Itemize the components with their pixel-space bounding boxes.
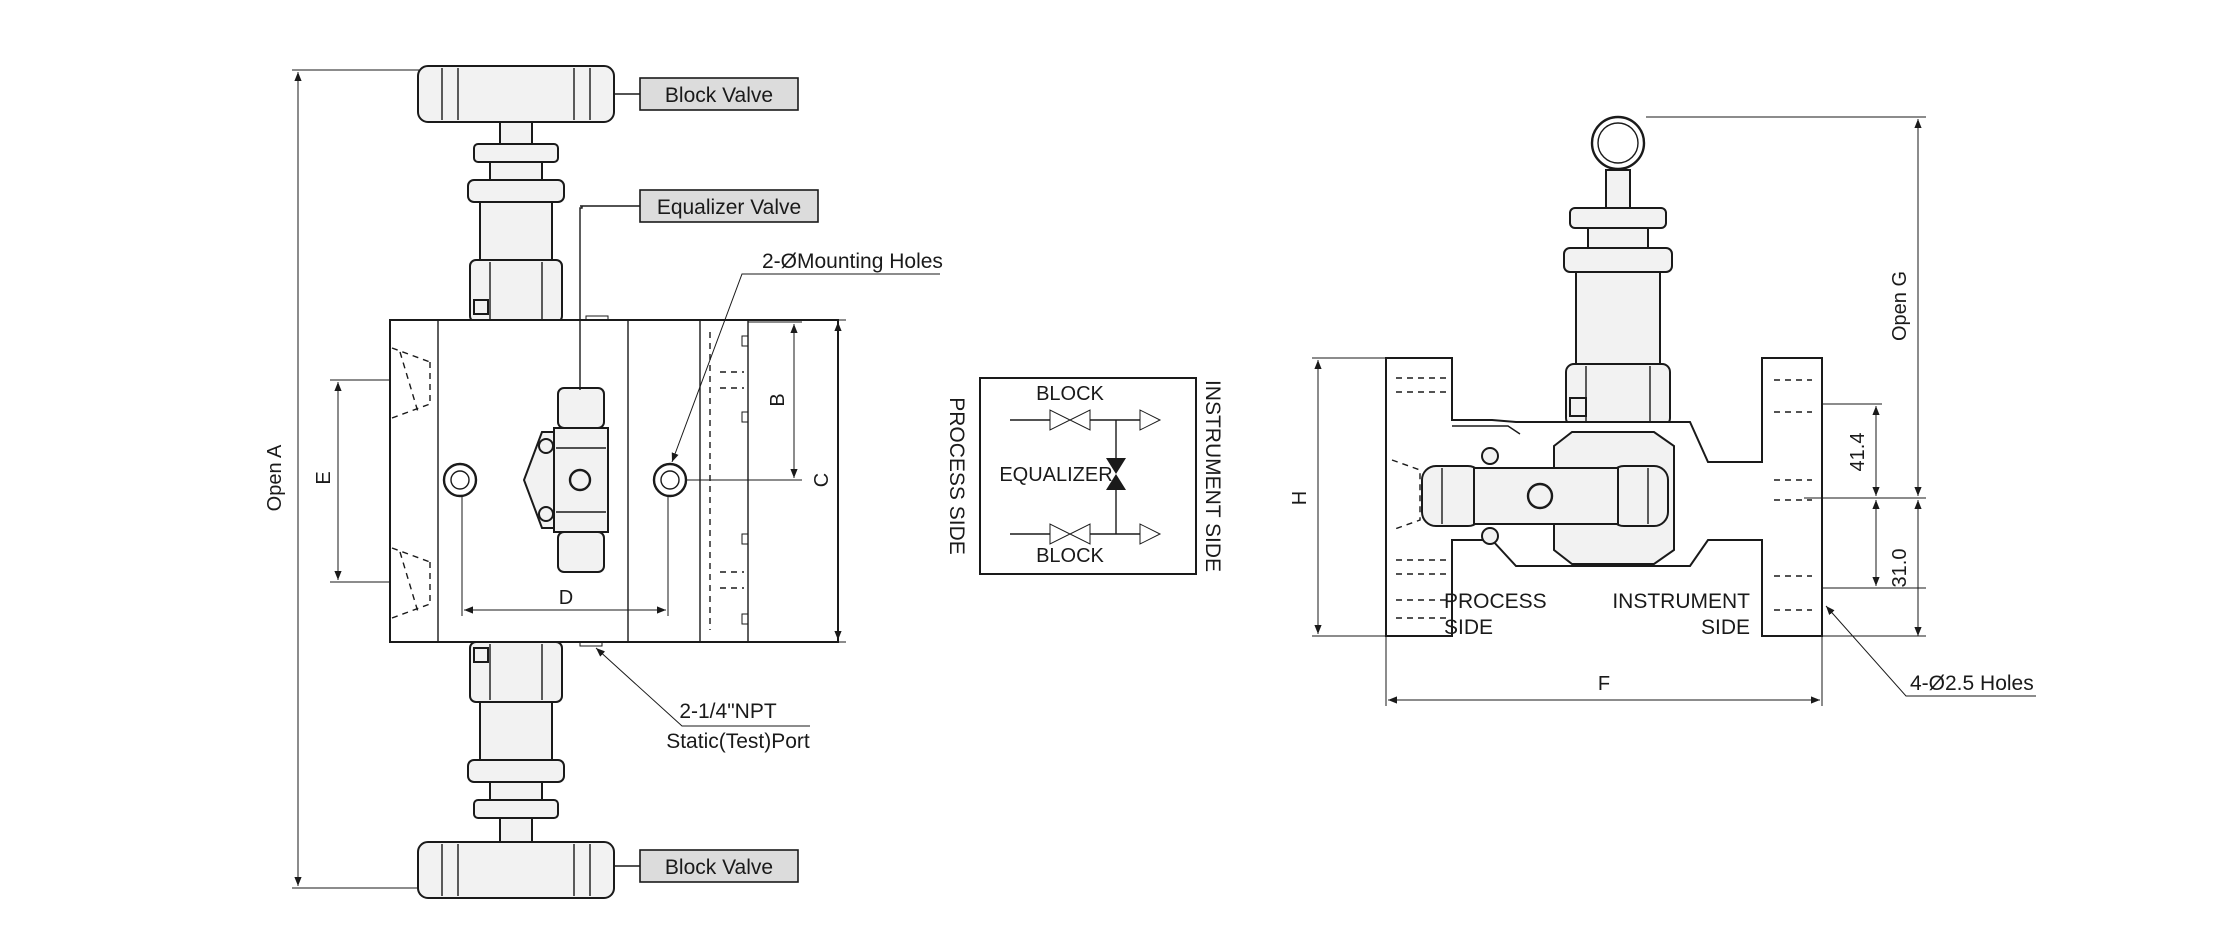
dim-open-g-label: Open G: [1889, 271, 1911, 341]
callout-block-valve-bottom: Block Valve: [614, 849, 799, 883]
callout-mounting-holes: 2-ØMounting Holes: [671, 250, 943, 463]
block-valve-top-label: Block Valve: [665, 84, 773, 107]
dim-41-4-label: 41.4: [1847, 433, 1869, 472]
flow-schematic: PROCESS SIDE INSTRUMENT SIDE BLOCK BLOCK…: [945, 377, 1224, 575]
schematic-process-side: PROCESS SIDE: [945, 397, 968, 555]
callout-4-holes: 4-Ø2.5 Holes: [1825, 605, 2036, 697]
dim-d-label: D: [559, 587, 573, 609]
side-view: PROCESS SIDE INSTRUMENT SIDE H F Open G: [1289, 115, 2036, 706]
schematic-block-bottom: BLOCK: [1036, 545, 1104, 567]
side-instrument-line1: INSTRUMENT: [1612, 590, 1750, 613]
schematic-instrument-side: INSTRUMENT SIDE: [1201, 380, 1224, 572]
callout-npt-port: 2-1/4"NPT Static(Test)Port: [595, 647, 810, 753]
dim-b-label: B: [767, 393, 789, 406]
callout-equalizer-valve: Equalizer Valve: [579, 189, 819, 390]
mounting-holes-label: 2-ØMounting Holes: [762, 250, 943, 273]
dim-c-label: C: [811, 473, 833, 487]
front-view: Open A: [264, 65, 943, 899]
dim-c: C: [811, 319, 846, 643]
bottom-block-valve: [417, 641, 615, 899]
dim-b: B: [686, 321, 802, 481]
equalizer-valve-label: Equalizer Valve: [657, 196, 801, 219]
top-block-valve: [417, 65, 615, 323]
dim-h-label: H: [1289, 491, 1311, 505]
dim-open-g: Open G: [1646, 116, 1926, 499]
dim-41-4: 41.4: [1822, 403, 1882, 496]
side-instrument-line2: SIDE: [1701, 616, 1750, 639]
block-valve-bottom-label: Block Valve: [665, 856, 773, 879]
dim-e: E: [313, 379, 390, 583]
callout-block-valve-top: Block Valve: [614, 77, 799, 111]
manifold-body-front: [389, 315, 839, 647]
schematic-equalizer: EQUALIZER: [999, 464, 1112, 486]
dim-open-a-label: Open A: [264, 444, 286, 511]
holes-4-label: 4-Ø2.5 Holes: [1910, 672, 2034, 695]
dim-open-a: Open A: [264, 69, 440, 889]
npt-label-line1: 2-1/4"NPT: [679, 700, 776, 723]
dim-h: H: [1289, 357, 1386, 637]
npt-label-line2: Static(Test)Port: [666, 730, 810, 753]
dim-f-label: F: [1598, 673, 1610, 695]
schematic-block-top: BLOCK: [1036, 383, 1104, 405]
dim-f: F: [1385, 636, 1823, 706]
dim-e-label: E: [313, 471, 335, 484]
side-process-line2: SIDE: [1444, 616, 1493, 639]
dim-d: D: [461, 496, 669, 616]
dim-31-0: 31.0: [1822, 500, 1926, 637]
dim-31-0-label: 31.0: [1889, 549, 1911, 588]
side-process-line1: PROCESS: [1444, 590, 1547, 613]
